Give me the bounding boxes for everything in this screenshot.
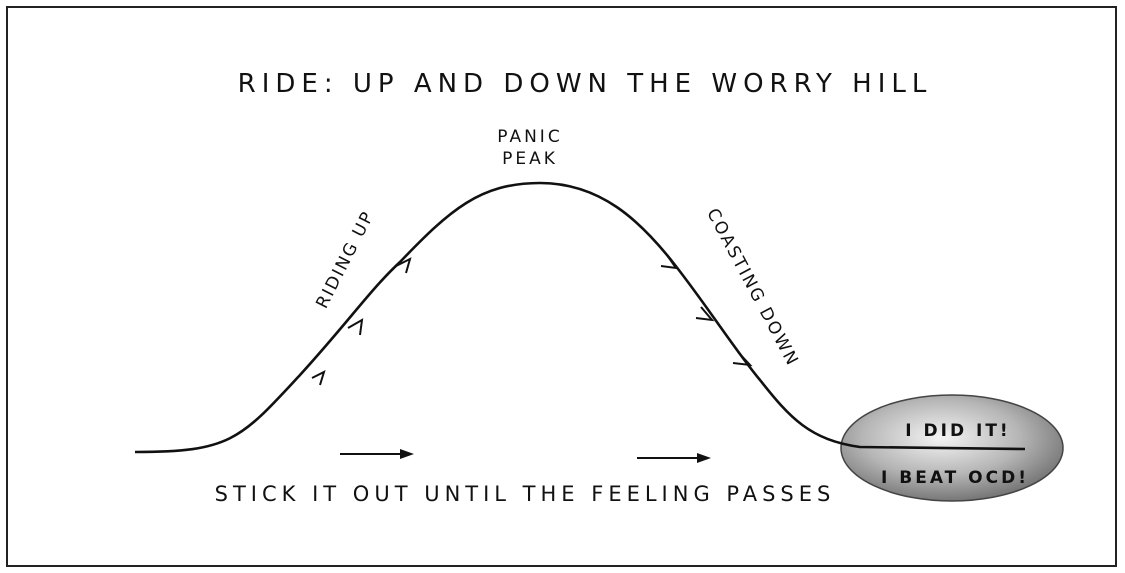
coasting-down-label: COASTING DOWN [702,205,802,370]
rising-arrowhead-2 [347,318,364,336]
falling-arrowhead-2 [695,306,715,322]
progress-arrow-right [637,453,711,463]
diagram-title: RIDE: UP AND DOWN THE WORRY HILL [238,69,933,99]
peak-label-line1: PANIC [497,127,562,147]
ellipse-text-line1: I DID IT! [905,421,1010,441]
peak-label-line2: PEAK [502,149,558,169]
worry-hill-curve [134,181,1026,454]
falling-arrowhead-3 [732,351,753,367]
progress-arrow-left [340,449,414,459]
stick-it-out-caption: STICK IT OUT UNTIL THE FEELING PASSES [215,482,836,506]
rising-arrowhead-3 [395,257,412,274]
ellipse-text-line2: I BEAT OCD! [881,468,1029,488]
rising-arrowhead-1 [311,370,326,386]
falling-arrowhead-1 [660,254,679,270]
